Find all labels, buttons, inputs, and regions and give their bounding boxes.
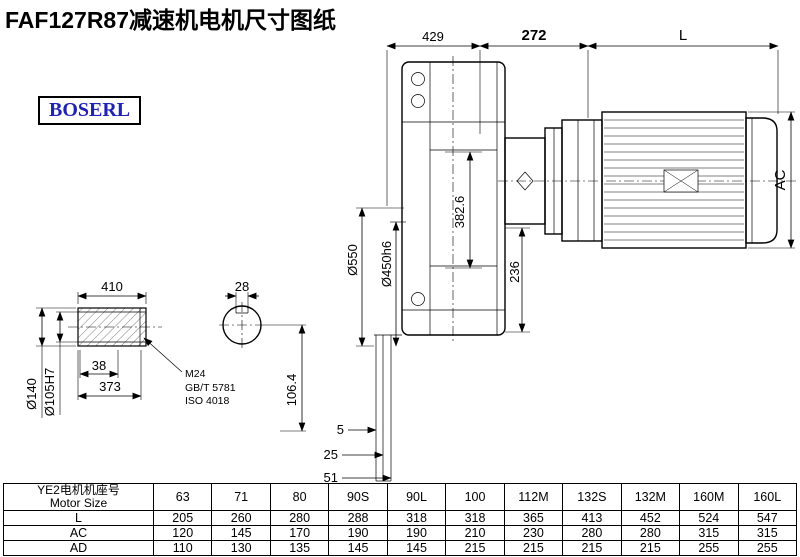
table-cell: 170 (269, 525, 330, 541)
table-cell: 210 (445, 525, 505, 541)
dim-272: 272 (521, 27, 546, 44)
table-cell: 260 (211, 510, 271, 526)
table-cell: 318 (386, 510, 447, 526)
table-cell: 190 (328, 525, 388, 541)
column-header: 80 (269, 483, 330, 511)
column-header: 90S (328, 483, 388, 511)
row-label: L (3, 510, 154, 526)
table-row-AD: AD 110 130 135 145 145 215 215 215 215 2… (3, 540, 798, 556)
table-cell: 145 (211, 525, 271, 541)
table-cell: 280 (620, 525, 681, 541)
column-header: 112M (503, 483, 564, 511)
dim-25: 25 (324, 447, 338, 462)
column-header: 90L (386, 483, 447, 511)
table-cell: 145 (328, 540, 388, 556)
table-row-AC: AC 120 145 170 190 190 210 230 280 280 3… (3, 525, 798, 541)
table-corner-cell: YE2电机机座号 Motor Size (3, 483, 154, 511)
table-cell: 413 (562, 510, 622, 526)
table-cell: 315 (737, 525, 798, 541)
dim-28: 28 (235, 279, 249, 294)
dim-373: 373 (99, 379, 121, 394)
column-header: 100 (445, 483, 505, 511)
dim-450h6: Ø450h6 (379, 241, 394, 287)
dim-140: Ø140 (24, 378, 39, 410)
dim-236: 236 (507, 261, 522, 283)
note-iso4018: ISO 4018 (185, 395, 230, 407)
motor-nameplate (663, 169, 699, 193)
dim-382: 382.6 (452, 196, 467, 229)
brand-logo: BOSERL (38, 96, 142, 125)
table-cell: 215 (503, 540, 564, 556)
table-cell: 288 (328, 510, 388, 526)
table-cell: 205 (152, 510, 213, 526)
table-cell: 135 (269, 540, 330, 556)
technical-drawing: 429 272 L AC Ø550 Ø450h6 382.6 236 410 (24, 27, 796, 483)
page-title: FAF127R87减速机电机尺寸图纸 (5, 7, 337, 33)
note-m24: M24 (185, 368, 206, 380)
table-cell: 280 (562, 525, 622, 541)
dim-51: 51 (324, 470, 338, 483)
table-cell: 280 (269, 510, 330, 526)
motor-outline (498, 111, 796, 249)
column-header: 63 (152, 483, 213, 511)
column-header: 132S (562, 483, 622, 511)
dim-106: 106.4 (284, 374, 299, 407)
table-cell: 110 (152, 540, 213, 556)
table-cell: 255 (737, 540, 798, 556)
dim-L: L (679, 27, 687, 44)
brand-logo-text: BOSERL (49, 99, 131, 121)
column-header: 132M (620, 483, 681, 511)
table-cell: 145 (386, 540, 447, 556)
shaft-detail (68, 302, 265, 350)
table-cell: 524 (679, 510, 739, 526)
table-cell: 215 (562, 540, 622, 556)
dim-550: Ø550 (345, 244, 360, 276)
dim-38: 38 (92, 358, 106, 373)
column-header: 160L (737, 483, 798, 511)
table-row-L: L 205 260 280 288 318 318 365 413 452 52… (3, 510, 798, 526)
dim-410: 410 (101, 279, 123, 294)
row-label: AD (3, 540, 154, 556)
table-cell: 255 (679, 540, 739, 556)
motor-size-table: YE2电机机座号 Motor Size 63 71 80 90S 90L 100… (3, 483, 798, 556)
dim-429: 429 (422, 29, 444, 44)
dimension-lines: 429 272 L AC Ø550 Ø450h6 382.6 236 410 (24, 27, 795, 483)
dim-5: 5 (337, 422, 344, 437)
table-cell: 452 (620, 510, 681, 526)
note-gbt5781: GB/T 5781 (185, 382, 236, 394)
column-header: 160M (679, 483, 739, 511)
table-cell: 120 (152, 525, 213, 541)
table-cell: 215 (445, 540, 505, 556)
table-cell: 190 (386, 525, 447, 541)
table-cell: 230 (503, 525, 564, 541)
corner-line2: Motor Size (49, 496, 108, 510)
table-cell: 130 (211, 540, 271, 556)
table-cell: 365 (503, 510, 564, 526)
shaft-cross-section (219, 302, 265, 350)
column-header: 71 (211, 483, 271, 511)
table-header-row: YE2电机机座号 Motor Size 63 71 80 90S 90L 100… (3, 483, 798, 511)
row-label: AC (3, 525, 154, 541)
table-cell: 315 (679, 525, 739, 541)
table-cell: 318 (445, 510, 505, 526)
corner-line1: YE2电机机座号 (37, 483, 120, 497)
dim-AC: AC (772, 169, 789, 190)
table-cell: 547 (737, 510, 798, 526)
dim-105h7: Ø105H7 (42, 368, 57, 416)
table-cell: 215 (620, 540, 681, 556)
